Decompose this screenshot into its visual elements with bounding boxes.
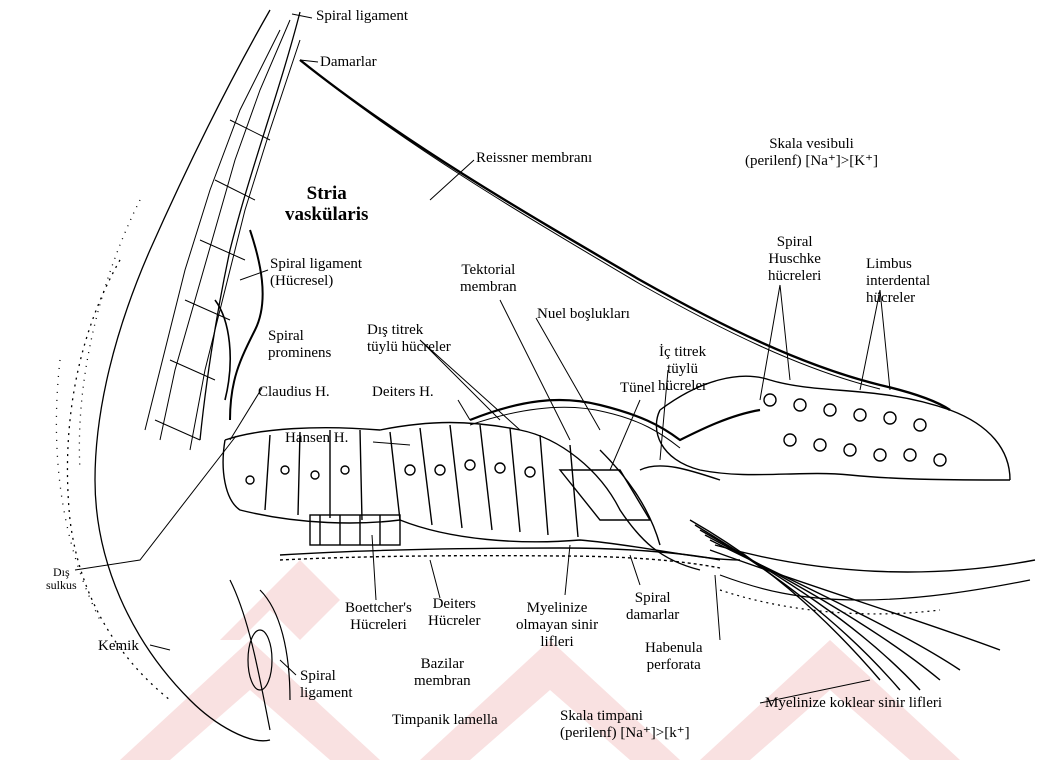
label-deiters-hucreler: Deiters Hücreler <box>428 596 480 630</box>
watermark <box>120 560 960 760</box>
label-deiters-h: Deiters H. <box>372 384 434 401</box>
label-bazilar: Bazilar membran <box>414 656 471 690</box>
label-kemik: Kemik <box>98 638 139 655</box>
leader-lines <box>75 14 890 703</box>
label-boettcher: Boettcher's Hücreleri <box>345 600 412 634</box>
label-tunel: Tünel <box>620 380 655 397</box>
label-ic-titrek: İç titrek tüylü hücreler <box>658 344 707 395</box>
label-stria: Stria vaskülaris <box>285 183 368 225</box>
label-dis-titrek: Dış titrek tüylü hücreler <box>367 322 451 356</box>
basilar-membrane <box>280 548 720 568</box>
label-skala-vesibuli: Skala vesibuli (perilenf) [Na⁺]>[K⁺] <box>745 136 878 170</box>
reissner-membrane <box>300 60 950 410</box>
label-spiral-ligament-bottom: Spiral ligament <box>300 668 353 702</box>
label-dis-sulkus: Dış sulkus <box>46 566 77 592</box>
spiral-limbus <box>656 376 1010 480</box>
label-spiral-huschke: Spiral Huschke hücreleri <box>768 234 821 285</box>
label-nuel: Nuel boşlukları <box>537 306 630 323</box>
label-spiral-ligament-cell: Spiral ligament (Hücresel) <box>270 256 362 290</box>
label-tektorial: Tektorial membran <box>460 262 517 296</box>
label-hansen: Hansen H. <box>285 430 348 447</box>
label-spiral-prominens: Spiral prominens <box>268 328 331 362</box>
label-spiral-ligament-top: Spiral ligament <box>316 8 408 25</box>
label-spiral-damarlar: Spiral damarlar <box>626 590 679 624</box>
label-damarlar: Damarlar <box>320 54 377 71</box>
tectorial-membrane <box>470 400 760 440</box>
label-reissner: Reissner membranı <box>476 150 592 167</box>
label-myelinize-koklear: Myelinize koklear sinir lifleri <box>765 695 942 712</box>
label-limbus: Limbus interdental hücreler <box>866 256 930 307</box>
label-skala-timpani: Skala timpani (perilenf) [Na⁺]>[k⁺] <box>560 708 690 742</box>
label-myelinize-olmayan: Myelinize olmayan sinir lifleri <box>516 600 598 651</box>
label-habenula: Habenula perforata <box>645 640 702 674</box>
label-claudius: Claudius H. <box>258 384 330 401</box>
label-timpanik: Timpanik lamella <box>392 712 498 729</box>
cochlear-nerve-fibers <box>690 520 1035 690</box>
